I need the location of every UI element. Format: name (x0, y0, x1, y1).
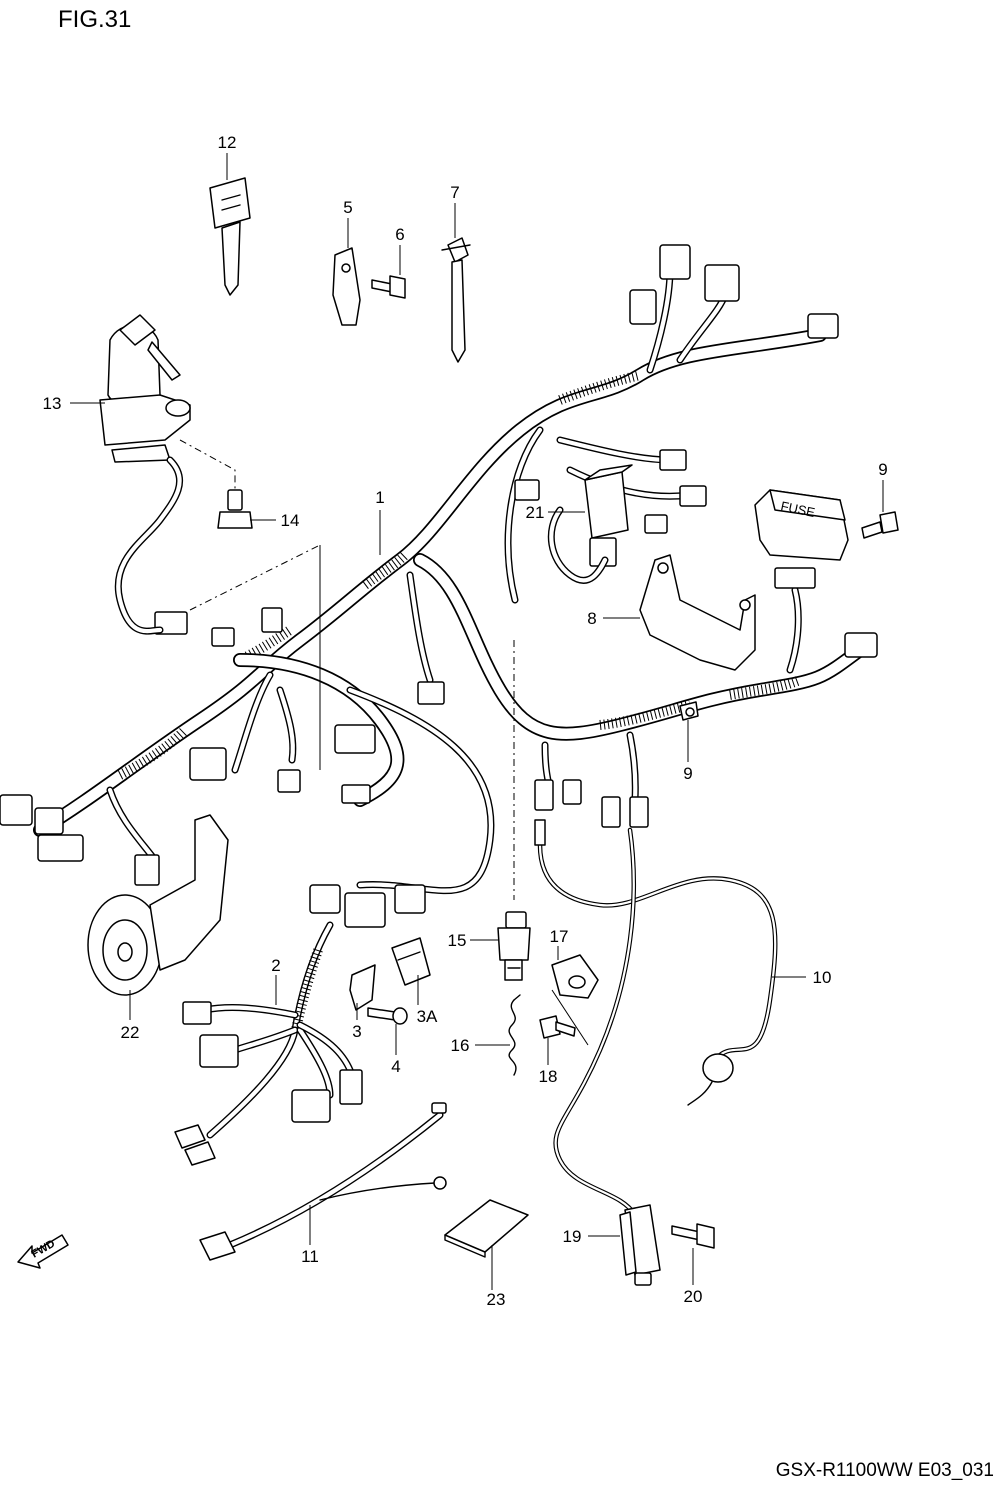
ground-wire-harness (199, 1102, 447, 1261)
callout-18: 18 (539, 1067, 558, 1086)
figure-title: FIG.31 (58, 6, 131, 33)
bolt-20 (671, 1223, 715, 1249)
ignition-switch (99, 314, 191, 635)
leader-13-14 (179, 439, 236, 490)
screw-18 (539, 1015, 576, 1039)
bolt-9-lower (679, 701, 699, 721)
leader-17 (551, 989, 589, 1046)
callout-12: 12 (218, 133, 237, 152)
callout-4: 4 (391, 1057, 400, 1076)
relay-21 (547, 464, 633, 584)
callout-13: 13 (43, 394, 62, 413)
clamp-3a (391, 937, 431, 986)
callout-8: 8 (587, 609, 596, 628)
callout-5: 5 (343, 198, 352, 217)
lead-wire-assembly (534, 819, 778, 1106)
switch-lead-cable (553, 827, 638, 1218)
ignition-key (209, 177, 251, 296)
leader-13-harness (189, 544, 321, 611)
bolt-14 (217, 489, 253, 529)
callout-6: 6 (395, 225, 404, 244)
spring-16 (508, 994, 521, 1076)
side-stand-switch (619, 1204, 661, 1286)
bolt-9-upper (861, 511, 899, 539)
fuse-label: FUSE (779, 498, 816, 520)
screw-4 (367, 1007, 408, 1025)
callout-labels: 1 2 3 3A 4 5 6 7 8 9 9 10 11 12 13 14 15… (43, 133, 888, 1309)
callout-14: 14 (281, 511, 300, 530)
main-wiring-harness (33, 266, 867, 895)
callout-23: 23 (487, 1290, 506, 1309)
harness-connectors (0, 244, 878, 914)
callout-3: 3 (352, 1022, 361, 1041)
leader-lines (70, 153, 884, 1290)
brake-light-switch (497, 911, 531, 981)
bracket-5 (332, 247, 361, 326)
callout-11: 11 (301, 1247, 319, 1266)
callout-16: 16 (451, 1036, 470, 1055)
callout-3a: 3A (417, 1007, 438, 1026)
screw-6 (371, 275, 406, 299)
callout-22: 22 (121, 1023, 140, 1042)
callout-7: 7 (450, 183, 459, 202)
callout-20: 20 (684, 1287, 703, 1306)
callout-9-lower: 9 (683, 764, 692, 783)
sub-harness (174, 892, 386, 1166)
callout-9-upper: 9 (878, 460, 887, 479)
forward-direction-arrow: FWD (17, 1234, 69, 1269)
bracket-17 (551, 954, 599, 999)
callout-19: 19 (563, 1227, 582, 1246)
callout-17: 17 (550, 927, 569, 946)
clamp-3 (349, 964, 376, 1011)
fuse-box-bracket (639, 554, 756, 671)
callout-15: 15 (448, 931, 467, 950)
callout-1: 1 (375, 488, 384, 507)
fuse-box: FUSE (754, 489, 849, 589)
callout-10: 10 (813, 968, 832, 987)
callout-21: 21 (526, 503, 545, 522)
callout-2: 2 (271, 956, 280, 975)
horn (87, 814, 229, 996)
cable-tie-7 (441, 237, 471, 363)
warning-label (444, 1199, 529, 1258)
model-code-footer: GSX-R1100WW E03_031 (776, 1460, 994, 1481)
